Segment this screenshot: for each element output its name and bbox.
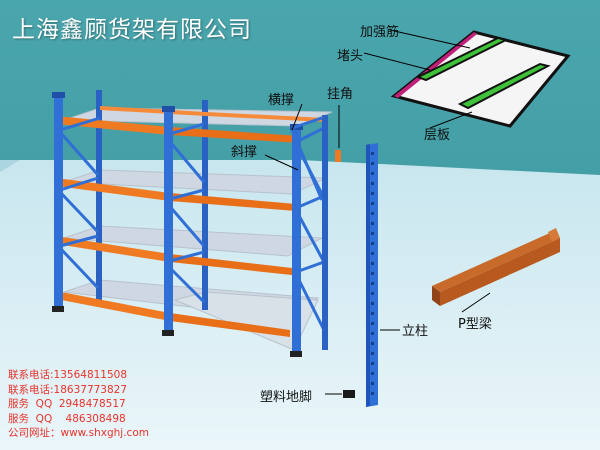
contact-phone-1: 联系电话:13564811508 (8, 369, 128, 381)
upright-back (96, 90, 102, 300)
upright-front (164, 110, 173, 332)
beam (56, 116, 170, 135)
shelf-deck (63, 107, 333, 127)
beam (56, 291, 170, 321)
company-title: 上海鑫顾货架有限公司 (12, 17, 252, 43)
label-p-beam: P型梁 (458, 317, 492, 332)
foot (52, 306, 64, 312)
floor-edge-shadow (0, 160, 20, 172)
foot (162, 330, 174, 336)
side-frame-exploded (290, 116, 328, 338)
foot (290, 351, 302, 357)
upright-front (292, 128, 301, 353)
beam (170, 313, 290, 337)
label-plastic-foot: 塑料地脚 (260, 390, 313, 405)
reinforcement-rib (457, 62, 551, 110)
label-diagonal-brace: 斜撑 (231, 145, 258, 160)
label-end-cap: 堵头 (337, 49, 364, 64)
p-beam-part (432, 228, 560, 306)
contact-qq-1: 服务 QQ 2948478517 (8, 398, 126, 411)
standalone-upright (366, 143, 378, 407)
plastic-foot-part (343, 390, 355, 398)
beam (170, 193, 296, 211)
shelf-panel-exploded (390, 30, 571, 128)
beam (100, 106, 206, 116)
hook-corner-part (335, 150, 341, 162)
label-cross-brace: 横撑 (268, 93, 295, 108)
contact-qq-2: 服务 QQ 486308498 (8, 412, 126, 425)
contact-phone-2: 联系电话:18637773827 (8, 383, 128, 396)
label-reinforcement: 加强筋 (360, 25, 400, 40)
upright-front (54, 96, 63, 308)
contact-info: 联系电话:13564811508 联系电话:18637773827 服务 QQ … (8, 368, 149, 441)
label-upright: 立柱 (402, 324, 429, 339)
beam (170, 254, 292, 275)
label-shelf-panel: 层板 (424, 128, 451, 143)
label-hook-corner: 挂角 (327, 87, 354, 102)
upright-back (202, 100, 208, 310)
beam (56, 236, 170, 262)
contact-website: 公司网址：www.shxghj.com (8, 427, 149, 440)
beam (170, 127, 300, 143)
reinforcement-rib (415, 36, 509, 82)
